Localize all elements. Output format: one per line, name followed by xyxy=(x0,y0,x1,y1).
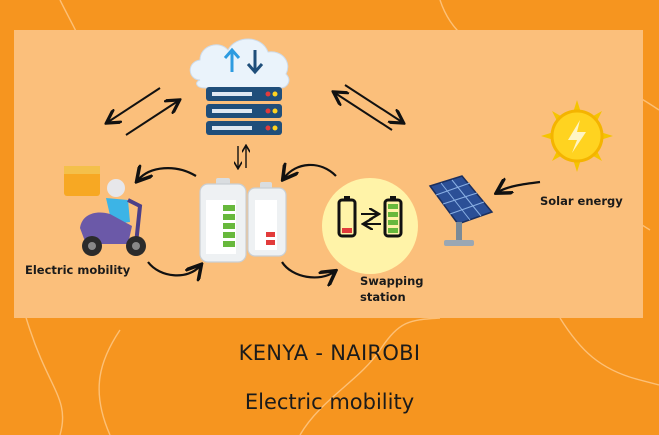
arrows-server-battery xyxy=(238,146,246,168)
label-swapping-line2: station xyxy=(360,290,406,304)
label-electric-mobility: Electric mobility xyxy=(25,263,131,277)
footer-title: KENYA - NAIROBI xyxy=(238,341,421,365)
cloud-server-icon xyxy=(189,38,290,135)
scooter-rider-icon xyxy=(64,166,146,256)
swap-battery-icon xyxy=(322,178,418,274)
label-solar-energy: Solar energy xyxy=(540,194,623,208)
arrows-cloud-to-solar xyxy=(335,84,402,131)
footer-subtitle: Electric mobility xyxy=(244,390,415,414)
sun-icon xyxy=(541,100,613,172)
flow-arrows xyxy=(138,165,541,277)
label-swapping-line1: Swapping xyxy=(360,274,424,288)
battery-pack-icon xyxy=(199,178,287,263)
arrows-cloud-to-scooter xyxy=(108,87,178,136)
solar-panel-icon xyxy=(428,175,494,246)
